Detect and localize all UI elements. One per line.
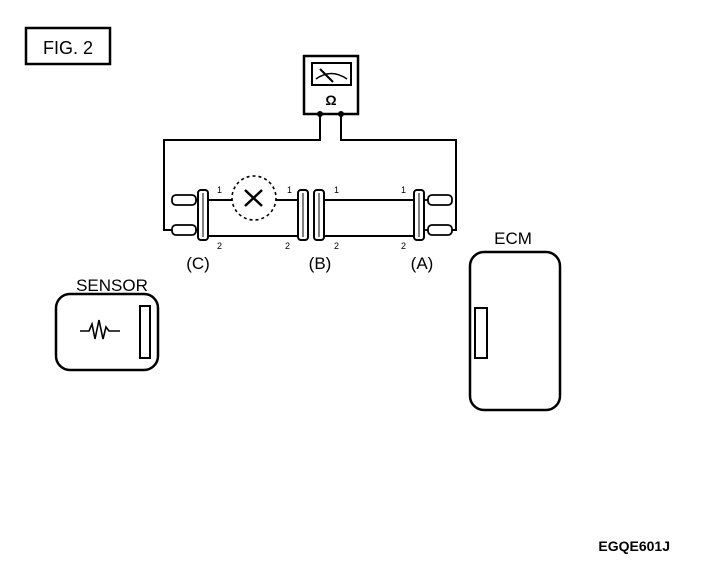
connector-c-label: (C) bbox=[186, 254, 210, 273]
probe-tip-a-1 bbox=[427, 194, 453, 206]
connector-b-label: (B) bbox=[309, 254, 332, 273]
ecm-connector-port bbox=[474, 307, 488, 359]
probe-tip-c-2 bbox=[171, 224, 197, 236]
ohmmeter-needle bbox=[319, 68, 334, 83]
ecm-label: ECM bbox=[494, 229, 532, 248]
figure-label-box bbox=[24, 26, 112, 66]
sensor-body bbox=[54, 292, 160, 372]
open-circuit-marker bbox=[231, 175, 277, 221]
connector-b-pin-2-left: 2 bbox=[285, 241, 290, 251]
figure-label-text: FIG. 2 bbox=[43, 38, 93, 58]
reference-code: EGQE601J bbox=[598, 538, 670, 554]
connector-b-pin-2-right: 2 bbox=[334, 241, 339, 251]
connector-c-pin-1: 1 bbox=[217, 185, 222, 195]
connector-c bbox=[197, 189, 209, 241]
probe-tip-c-1 bbox=[171, 194, 197, 206]
connector-b-pin-1-left: 1 bbox=[287, 185, 292, 195]
probe-tip-a-2 bbox=[427, 224, 453, 236]
sensor: SENSOR bbox=[54, 276, 160, 372]
test-lead-right bbox=[340, 114, 457, 231]
waveform-icon bbox=[80, 319, 120, 340]
sensor-connector-port bbox=[139, 305, 151, 359]
sensor-label: SENSOR bbox=[76, 276, 148, 295]
probe-tips-left bbox=[171, 194, 200, 236]
ohmmeter-scale-arc bbox=[315, 72, 348, 80]
probe-tips-right bbox=[422, 194, 453, 236]
connector-a-label: (A) bbox=[411, 254, 434, 273]
figure-label: FIG. 2 bbox=[24, 26, 112, 66]
connector-a-pin-2: 2 bbox=[401, 241, 406, 251]
ecm: ECM bbox=[468, 229, 562, 412]
test-lead-left bbox=[163, 114, 321, 231]
connector-a bbox=[413, 189, 425, 241]
ecm-body bbox=[468, 250, 562, 412]
connector-c-pin-2: 2 bbox=[217, 241, 222, 251]
ohm-symbol: Ω bbox=[325, 92, 336, 108]
connector-b-pin-1-right: 1 bbox=[334, 185, 339, 195]
connector-b bbox=[297, 189, 325, 241]
ohmmeter: Ω bbox=[302, 54, 360, 117]
connector-a-pin-1: 1 bbox=[401, 185, 406, 195]
open-circuit-x-stroke-2 bbox=[244, 189, 263, 207]
